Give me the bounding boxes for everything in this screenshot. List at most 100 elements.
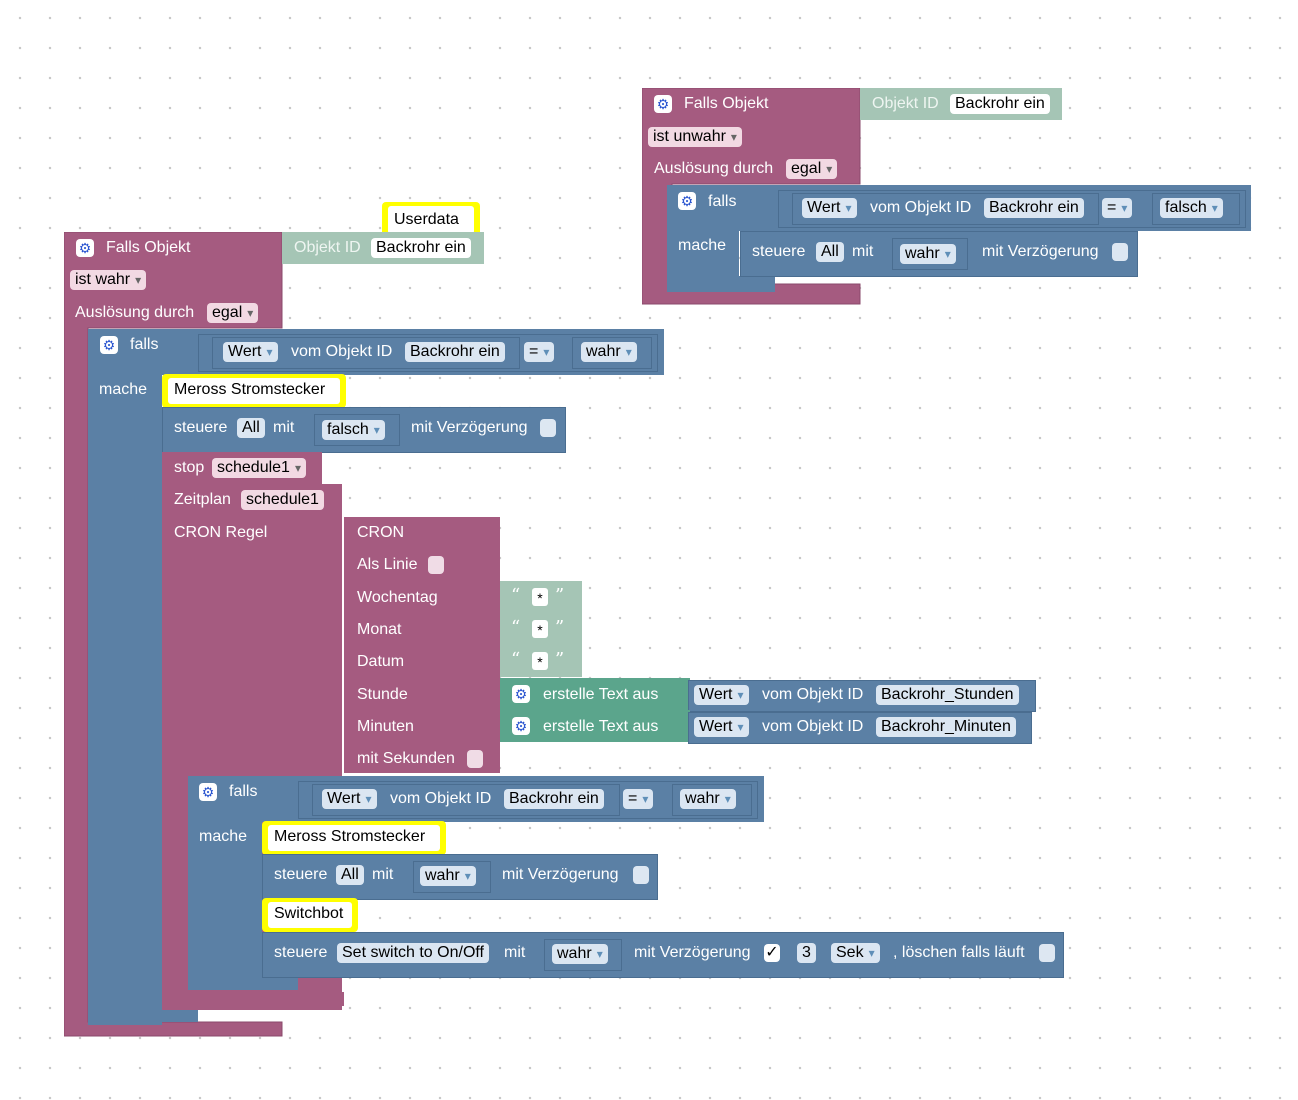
value-dropdown[interactable]: Wert	[694, 685, 749, 705]
if-block-inner[interactable]	[188, 776, 764, 822]
control-label: steuere	[274, 866, 328, 883]
if-block-right-foot	[667, 276, 775, 292]
clear-running-checkbox[interactable]	[1039, 944, 1055, 962]
object-id-field[interactable]: Backrohr ein	[504, 789, 604, 809]
create-text-block-hour[interactable]	[500, 678, 690, 710]
do-label: mache	[678, 237, 727, 254]
value-dropdown[interactable]: Wert	[802, 198, 857, 218]
quote-open-icon: “	[511, 649, 521, 670]
quote-close-icon: ”	[555, 585, 565, 606]
month-value[interactable]: *	[532, 620, 548, 638]
logic-value-block[interactable]	[572, 337, 652, 369]
create-text-block-minutes[interactable]	[500, 710, 690, 742]
if-block-outer-foot	[88, 1006, 198, 1022]
compare-value-dropdown[interactable]: wahr	[680, 789, 736, 809]
delay-checkbox[interactable]	[540, 419, 556, 437]
get-value-block[interactable]	[312, 784, 620, 816]
compare-value-dropdown[interactable]: falsch	[1160, 198, 1223, 218]
control-target-field[interactable]: All	[336, 865, 364, 885]
logic-value-block[interactable]	[672, 784, 752, 816]
if-block-outer[interactable]	[88, 329, 664, 375]
comment-switchbot[interactable]	[262, 898, 358, 932]
delay-label: mit Verzögerung	[502, 866, 619, 883]
hour-label: Stunde	[357, 686, 408, 703]
cron-block[interactable]	[344, 517, 500, 773]
object-id-field[interactable]: Backrohr ein	[950, 94, 1050, 114]
logic-value-block[interactable]	[1152, 193, 1240, 225]
schedule-name-field[interactable]: schedule1	[241, 490, 324, 510]
compare-value-dropdown[interactable]: wahr	[581, 342, 637, 362]
switch-value-dropdown[interactable]: wahr	[552, 944, 608, 964]
object-id-field[interactable]: Backrohr ein	[405, 342, 505, 362]
gear-icon[interactable]: ⚙	[512, 685, 530, 703]
comment-userdata-text: Userdata	[394, 211, 459, 228]
date-value[interactable]: *	[532, 652, 548, 670]
control-label: steuere	[174, 419, 228, 436]
quote-open-icon: “	[511, 585, 521, 606]
delay-checkbox-checked[interactable]: ✓	[764, 944, 780, 962]
switch-target-field[interactable]: Set switch to On/Off	[337, 943, 489, 963]
value-dropdown[interactable]: Wert	[322, 789, 377, 809]
if-block-inner-body	[188, 822, 262, 990]
comment-meross-1[interactable]	[162, 374, 346, 408]
value-dropdown[interactable]: Wert	[223, 342, 278, 362]
trigger-by-label: Auslösung durch	[654, 160, 774, 177]
get-value-block[interactable]	[792, 193, 1099, 225]
delay-amount-field[interactable]: 3	[797, 943, 816, 963]
control-value-dropdown[interactable]: falsch	[322, 420, 385, 440]
cron-label: CRON	[357, 524, 405, 541]
weekday-value[interactable]: *	[532, 588, 548, 606]
hour-object-field[interactable]: Backrohr_Stunden	[876, 685, 1019, 705]
trigger-by-dropdown[interactable]: egal	[207, 303, 259, 323]
logic-value-block[interactable]	[544, 939, 622, 971]
operator-dropdown[interactable]: =	[623, 789, 654, 809]
trigger-by-dropdown[interactable]: egal	[786, 159, 838, 179]
condition-dropdown[interactable]: ist wahr	[70, 270, 147, 290]
comment-meross-2[interactable]	[262, 821, 446, 855]
delay-checkbox[interactable]	[633, 866, 649, 884]
stop-schedule-dropdown[interactable]: schedule1	[212, 458, 306, 478]
object-id-field[interactable]: Backrohr ein	[984, 198, 1084, 218]
gear-icon[interactable]: ⚙	[100, 336, 118, 354]
gear-icon[interactable]: ⚙	[76, 239, 94, 257]
seconds-checkbox[interactable]	[467, 750, 483, 768]
as-line-checkbox[interactable]	[428, 556, 444, 574]
delay-checkbox[interactable]	[1112, 243, 1128, 261]
value-dropdown[interactable]: Wert	[694, 717, 749, 737]
logic-value-block[interactable]	[314, 414, 400, 446]
minute-object-field[interactable]: Backrohr_Minuten	[876, 717, 1016, 737]
gear-icon[interactable]: ⚙	[678, 192, 696, 210]
from-object-label: vom Objekt ID	[762, 686, 864, 703]
control-value-dropdown[interactable]: wahr	[900, 244, 956, 264]
quote-open-icon: “	[511, 617, 521, 638]
quote-close-icon: ”	[555, 649, 565, 670]
gear-icon[interactable]: ⚙	[512, 717, 530, 735]
operator-dropdown[interactable]: =	[524, 342, 555, 362]
if-block-outer-body	[88, 375, 162, 1025]
gear-icon[interactable]: ⚙	[199, 783, 217, 801]
logic-value-block[interactable]	[413, 861, 491, 893]
control-target-field[interactable]: All	[816, 242, 844, 262]
condition-dropdown[interactable]: ist unwahr	[648, 127, 742, 147]
control-value-dropdown[interactable]: wahr	[420, 866, 476, 886]
object-id-field[interactable]: Backrohr ein	[371, 238, 471, 258]
delay-unit-dropdown[interactable]: Sek	[831, 943, 880, 963]
get-value-block[interactable]	[212, 337, 520, 369]
delay-label: mit Verzögerung	[411, 419, 528, 436]
if-label: falls	[130, 336, 159, 353]
trigger-label: Falls Objekt	[106, 239, 191, 256]
weekday-label: Wochentag	[357, 589, 438, 606]
with-label: mit	[273, 419, 295, 436]
compare-block[interactable]	[298, 781, 758, 819]
operator-dropdown[interactable]: =	[1102, 198, 1133, 218]
delay-label: mit Verzögerung	[982, 243, 1099, 260]
create-text-label: erstelle Text aus	[543, 686, 659, 703]
logic-value-block[interactable]	[892, 238, 968, 270]
compare-block[interactable]	[198, 334, 658, 372]
control-target-field[interactable]: All	[237, 418, 265, 438]
from-object-label: vom Objekt ID	[390, 790, 492, 807]
seconds-label: mit Sekunden	[357, 750, 455, 767]
object-id-label: Objekt ID	[294, 239, 361, 256]
clear-running-label: , löschen falls läuft	[893, 944, 1025, 961]
gear-icon[interactable]: ⚙	[654, 95, 672, 113]
